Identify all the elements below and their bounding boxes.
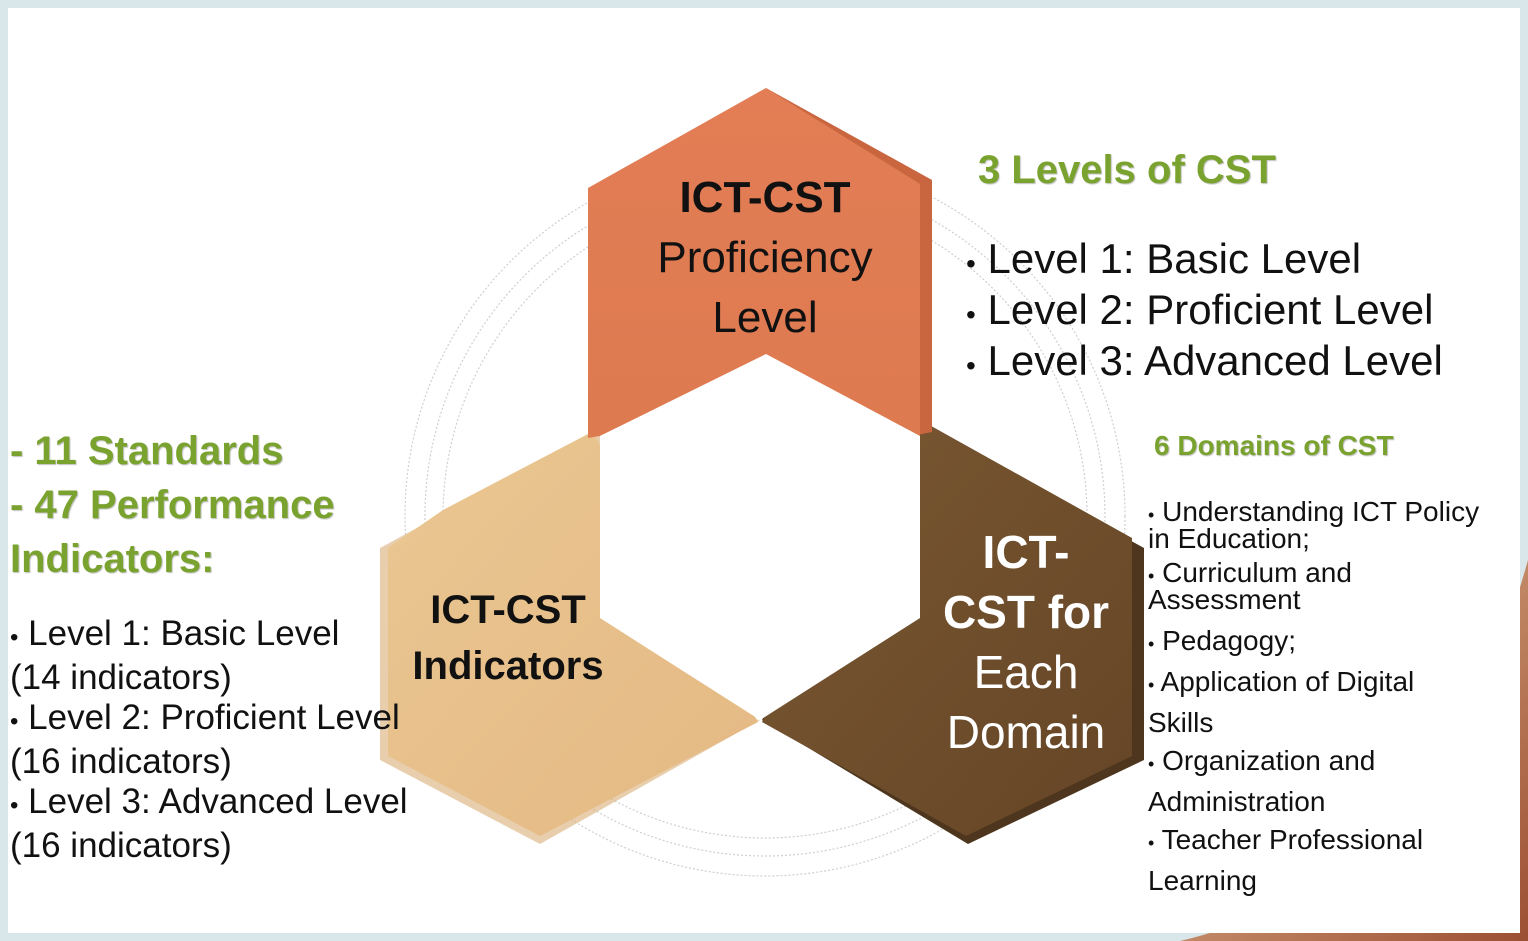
- levels-heading: 3 Levels of CST: [978, 148, 1276, 192]
- indicators-title-line1: ICT-CST: [430, 588, 586, 632]
- hexagon-indicators: [380, 428, 760, 844]
- domains-list-item-cont: Learning: [1148, 865, 1257, 896]
- standards-list-item: • Level 3: Advanced Level: [10, 782, 408, 821]
- proficiency-title-line3: Level: [712, 293, 818, 342]
- proficiency-title-line2: Proficiency: [657, 233, 873, 282]
- indicators-title-line2: Indicators: [412, 644, 604, 688]
- domains-list-item-cont: Administration: [1148, 786, 1326, 817]
- domains-list-item: • Understanding ICT Policy: [1148, 496, 1480, 527]
- domains-list-item: • Organization and: [1148, 745, 1376, 776]
- cycle-diagram: [380, 88, 1144, 877]
- standards-list-count: (16 indicators): [10, 742, 232, 781]
- standards-heading: - 11 Standards - 47 Performance Indicato…: [10, 424, 335, 586]
- domains-list-item: • Curriculum and: [1148, 557, 1352, 588]
- domains-list-item-cont: Assessment: [1148, 584, 1301, 615]
- domains-list-item: • Teacher Professional: [1148, 824, 1424, 855]
- domains-list-item: • Application of Digital: [1148, 666, 1415, 697]
- hexagon-indicators-label: ICT-CST Indicators: [388, 582, 628, 694]
- domains-list: • Understanding ICT Policy in Education;…: [1148, 496, 1480, 900]
- domains-title-line2: CST for: [942, 586, 1110, 638]
- domains-title-line4: Domain: [946, 706, 1106, 758]
- levels-list-item: • Level 1: Basic Level: [966, 235, 1362, 282]
- hexagon-indicators-shape: [388, 434, 758, 836]
- domains-list-item-cont: in Education;: [1148, 523, 1310, 554]
- levels-list: • Level 1: Basic Level • Level 2: Profic…: [966, 236, 1443, 389]
- indicators-count: - 47 Performance: [10, 483, 335, 527]
- standards-list-item: • Level 2: Proficient Level: [10, 698, 400, 737]
- hexagon-proficiency: [588, 88, 932, 438]
- hexagon-domains-shape: [762, 422, 1132, 836]
- standards-list-item: • Level 1: Basic Level: [10, 614, 340, 653]
- domains-list-item: • Pedagogy;: [1148, 625, 1296, 656]
- levels-list-item: • Level 3: Advanced Level: [966, 337, 1443, 384]
- levels-list-item: • Level 2: Proficient Level: [966, 286, 1434, 333]
- hexagon-proficiency-shape: [588, 88, 920, 438]
- proficiency-title-line1: ICT-CST: [679, 173, 851, 222]
- indicators-label: Indicators:: [10, 537, 215, 581]
- center-hexagon: [600, 354, 920, 720]
- domains-list-item-cont: Skills: [1148, 707, 1214, 738]
- standards-list: • Level 1: Basic Level (14 indicators) •…: [10, 614, 408, 866]
- hexagon-domains: [762, 422, 1144, 844]
- slide: ICT-CST Proficiency Level ICT-CST Indica…: [8, 8, 1520, 933]
- standards-count: - 11 Standards: [10, 429, 284, 473]
- standards-list-count: (14 indicators): [10, 658, 232, 697]
- ring-outer: [404, 155, 1126, 877]
- domains-heading: 6 Domains of CST: [1154, 430, 1394, 461]
- hexagon-domains-label: ICT- CST for Each Domain: [926, 522, 1126, 762]
- standards-list-count: (16 indicators): [10, 826, 232, 865]
- domains-title-line1: ICT-: [982, 526, 1070, 578]
- domains-title-line3: Each: [973, 646, 1079, 698]
- hexagon-proficiency-label: ICT-CST Proficiency Level: [600, 168, 930, 348]
